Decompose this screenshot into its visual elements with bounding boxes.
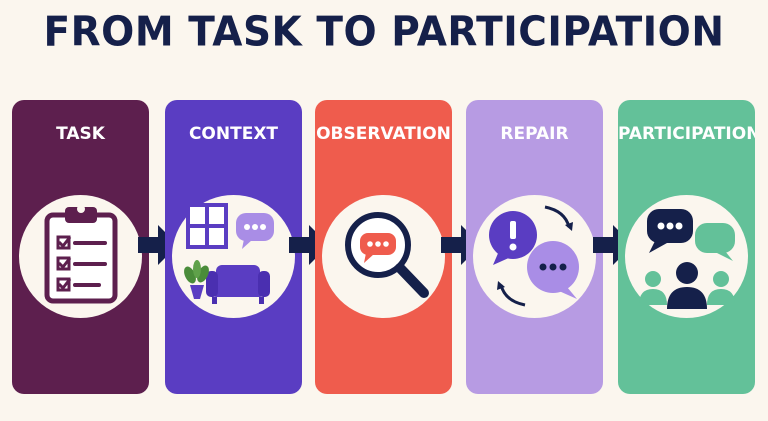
stage-icon-circle-repair <box>473 195 596 318</box>
stage-icon-circle-context <box>172 195 295 318</box>
diagram-title: FROM TASK TO PARTICIPATION <box>43 8 725 57</box>
stage-label-repair: REPAIR <box>500 124 569 144</box>
stage-card-task: TASK <box>12 100 149 394</box>
stage-label-participation: PARTICIPATION <box>618 124 755 144</box>
stage-label-context: CONTEXT <box>188 124 279 144</box>
stage-card-observation: OBSERVATION <box>315 100 452 394</box>
magnifier-chat-icon <box>345 212 429 298</box>
stage-icon-circle-participation <box>625 195 748 318</box>
exclamation-chat-cycle-icon <box>489 205 579 307</box>
stage-icon-circle-task <box>19 195 142 318</box>
stage-icon-circle-observation <box>322 195 445 318</box>
room-window-chat-icon <box>184 203 274 304</box>
stage-card-context: CONTEXT <box>165 100 302 394</box>
stage-label-observation: OBSERVATION <box>316 124 451 144</box>
stage-card-participation: PARTICIPATION <box>618 100 755 394</box>
group-chat-icon <box>639 209 735 309</box>
clipboard-checklist-icon <box>44 205 118 304</box>
stage-label-task: TASK <box>56 124 105 144</box>
stage-card-repair: REPAIR <box>466 100 603 394</box>
